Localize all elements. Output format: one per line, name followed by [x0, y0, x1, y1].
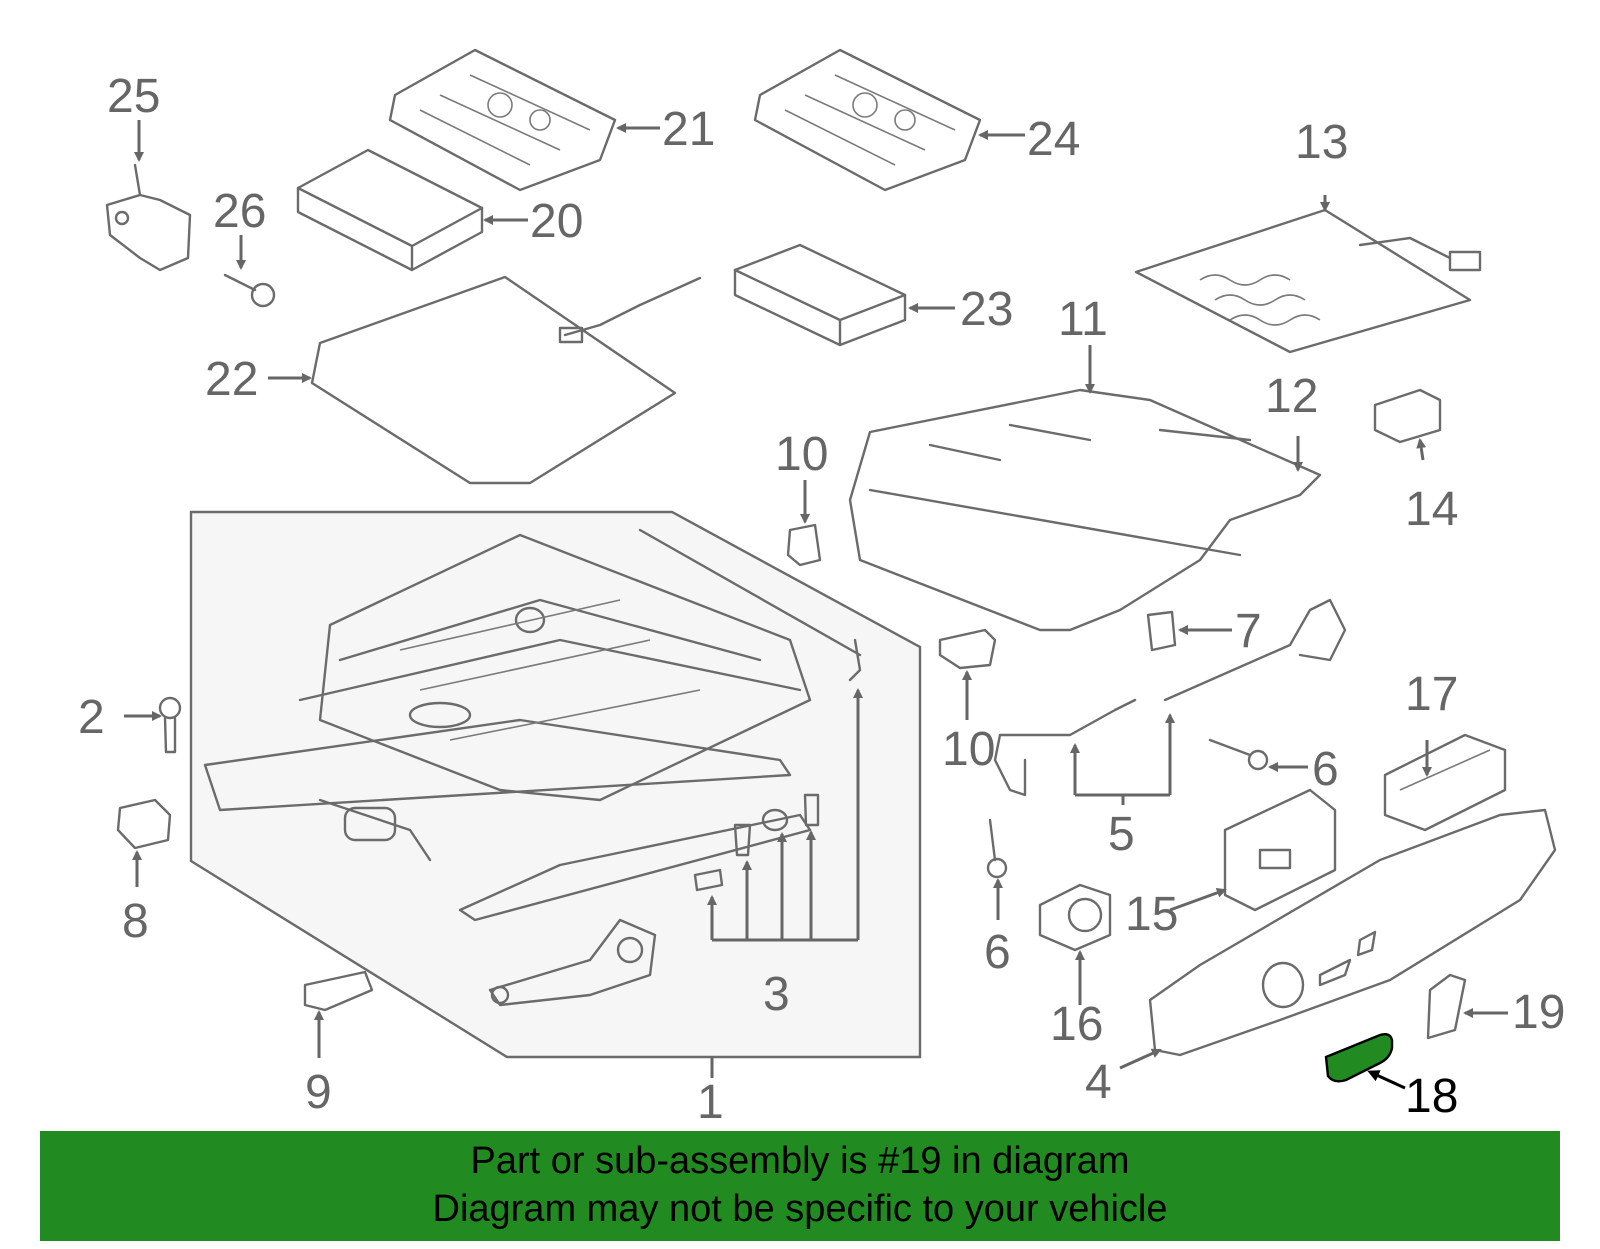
part-19-highlighted[interactable]	[1324, 1032, 1394, 1083]
part-5-wires	[993, 598, 1347, 805]
callout-2: 2	[78, 691, 105, 744]
seat-frame-assembly-box	[189, 510, 922, 1059]
part-14-heater	[1134, 208, 1482, 354]
callout-17: 16	[1050, 998, 1103, 1051]
part-2-bolt	[158, 696, 182, 754]
callout-8: 8	[122, 895, 149, 948]
part-21-module	[296, 148, 484, 272]
part-23-mat	[310, 275, 702, 485]
banner-line-2: Diagram may not be specific to your vehi…	[432, 1188, 1168, 1230]
part-18-switch	[1383, 733, 1507, 832]
part-22-pad	[388, 48, 617, 192]
callout-23: 22	[205, 353, 258, 406]
callout-labels: 25 26 20 21 24 22 23 13 11 12 14 10 10 7…	[78, 70, 1565, 1129]
callout-15: 14	[1405, 483, 1458, 536]
callout-5: 5	[1108, 808, 1135, 861]
callout-26: 25	[107, 70, 160, 123]
callout-14: 13	[1295, 116, 1348, 169]
part-8-clip	[116, 798, 172, 850]
part-10-clip	[786, 523, 822, 567]
callout-4: 4	[1085, 1056, 1112, 1109]
part-27-screw	[223, 273, 276, 308]
callout-27: 26	[213, 185, 266, 238]
callout-12: 11	[1058, 293, 1108, 346]
part-15-connector	[1373, 388, 1442, 444]
callout-13: 12	[1265, 370, 1318, 423]
callout-10: 10	[775, 428, 828, 481]
part-info-banner: Part or sub-assembly is #19 in diagram D…	[40, 1131, 1560, 1241]
callout-21: 20	[530, 195, 583, 248]
callout-11: 10	[942, 723, 995, 776]
callout-25: 24	[1027, 113, 1080, 166]
callout-arrows	[124, 120, 1508, 1090]
callout-24: 23	[960, 283, 1013, 336]
part-9-cap	[303, 970, 374, 1012]
part-4-trim-panel	[1148, 808, 1557, 1057]
part-6-bolts	[986, 738, 1269, 879]
callout-16: 15	[1125, 888, 1178, 941]
part-12-cushion	[848, 388, 1322, 632]
callout-22: 21	[662, 103, 715, 156]
callout-18: 17	[1405, 668, 1458, 721]
callout-3: 3	[763, 968, 790, 1021]
callout-9: 9	[305, 1066, 332, 1119]
callout-6b: 6	[984, 926, 1011, 979]
callout-6a: 6	[1312, 743, 1339, 796]
part-16-module	[1223, 788, 1337, 912]
part-7-clip	[1146, 610, 1177, 652]
callout-20: 19	[1512, 986, 1565, 1039]
part-20-cap	[1426, 973, 1467, 1040]
callout-19: 18	[1405, 1070, 1458, 1123]
part-24-module	[733, 243, 907, 347]
banner-line-1: Part or sub-assembly is #19 in diagram	[470, 1140, 1130, 1182]
fasteners-3	[693, 688, 863, 942]
part-17-connector	[1038, 883, 1112, 952]
part-11-cover	[938, 628, 997, 670]
part-26-bracket	[105, 163, 192, 272]
callout-1: 1	[697, 1076, 724, 1129]
callout-7: 7	[1235, 605, 1262, 658]
part-25-pad	[753, 48, 982, 192]
